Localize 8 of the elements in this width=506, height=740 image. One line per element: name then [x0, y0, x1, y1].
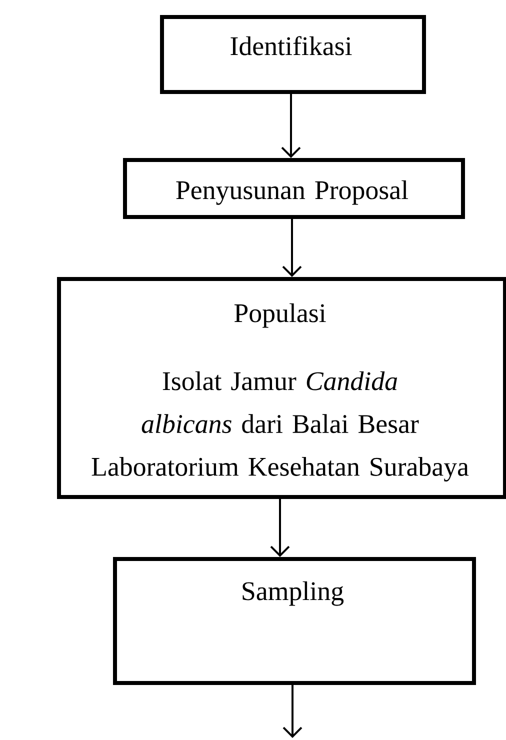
process-box: Populasi Isolat Jamur Candida albicans dari Balai Besar Laboratorium Kesehatan Surabaya	[57, 277, 506, 499]
arrow	[270, 499, 290, 557]
arrow	[282, 685, 302, 738]
process-box: Identifikasi	[160, 15, 426, 94]
arrow	[282, 219, 302, 277]
process-box: Penyusunan Proposal	[123, 158, 465, 219]
process-box: Sampling	[113, 557, 476, 685]
arrow	[281, 94, 301, 158]
